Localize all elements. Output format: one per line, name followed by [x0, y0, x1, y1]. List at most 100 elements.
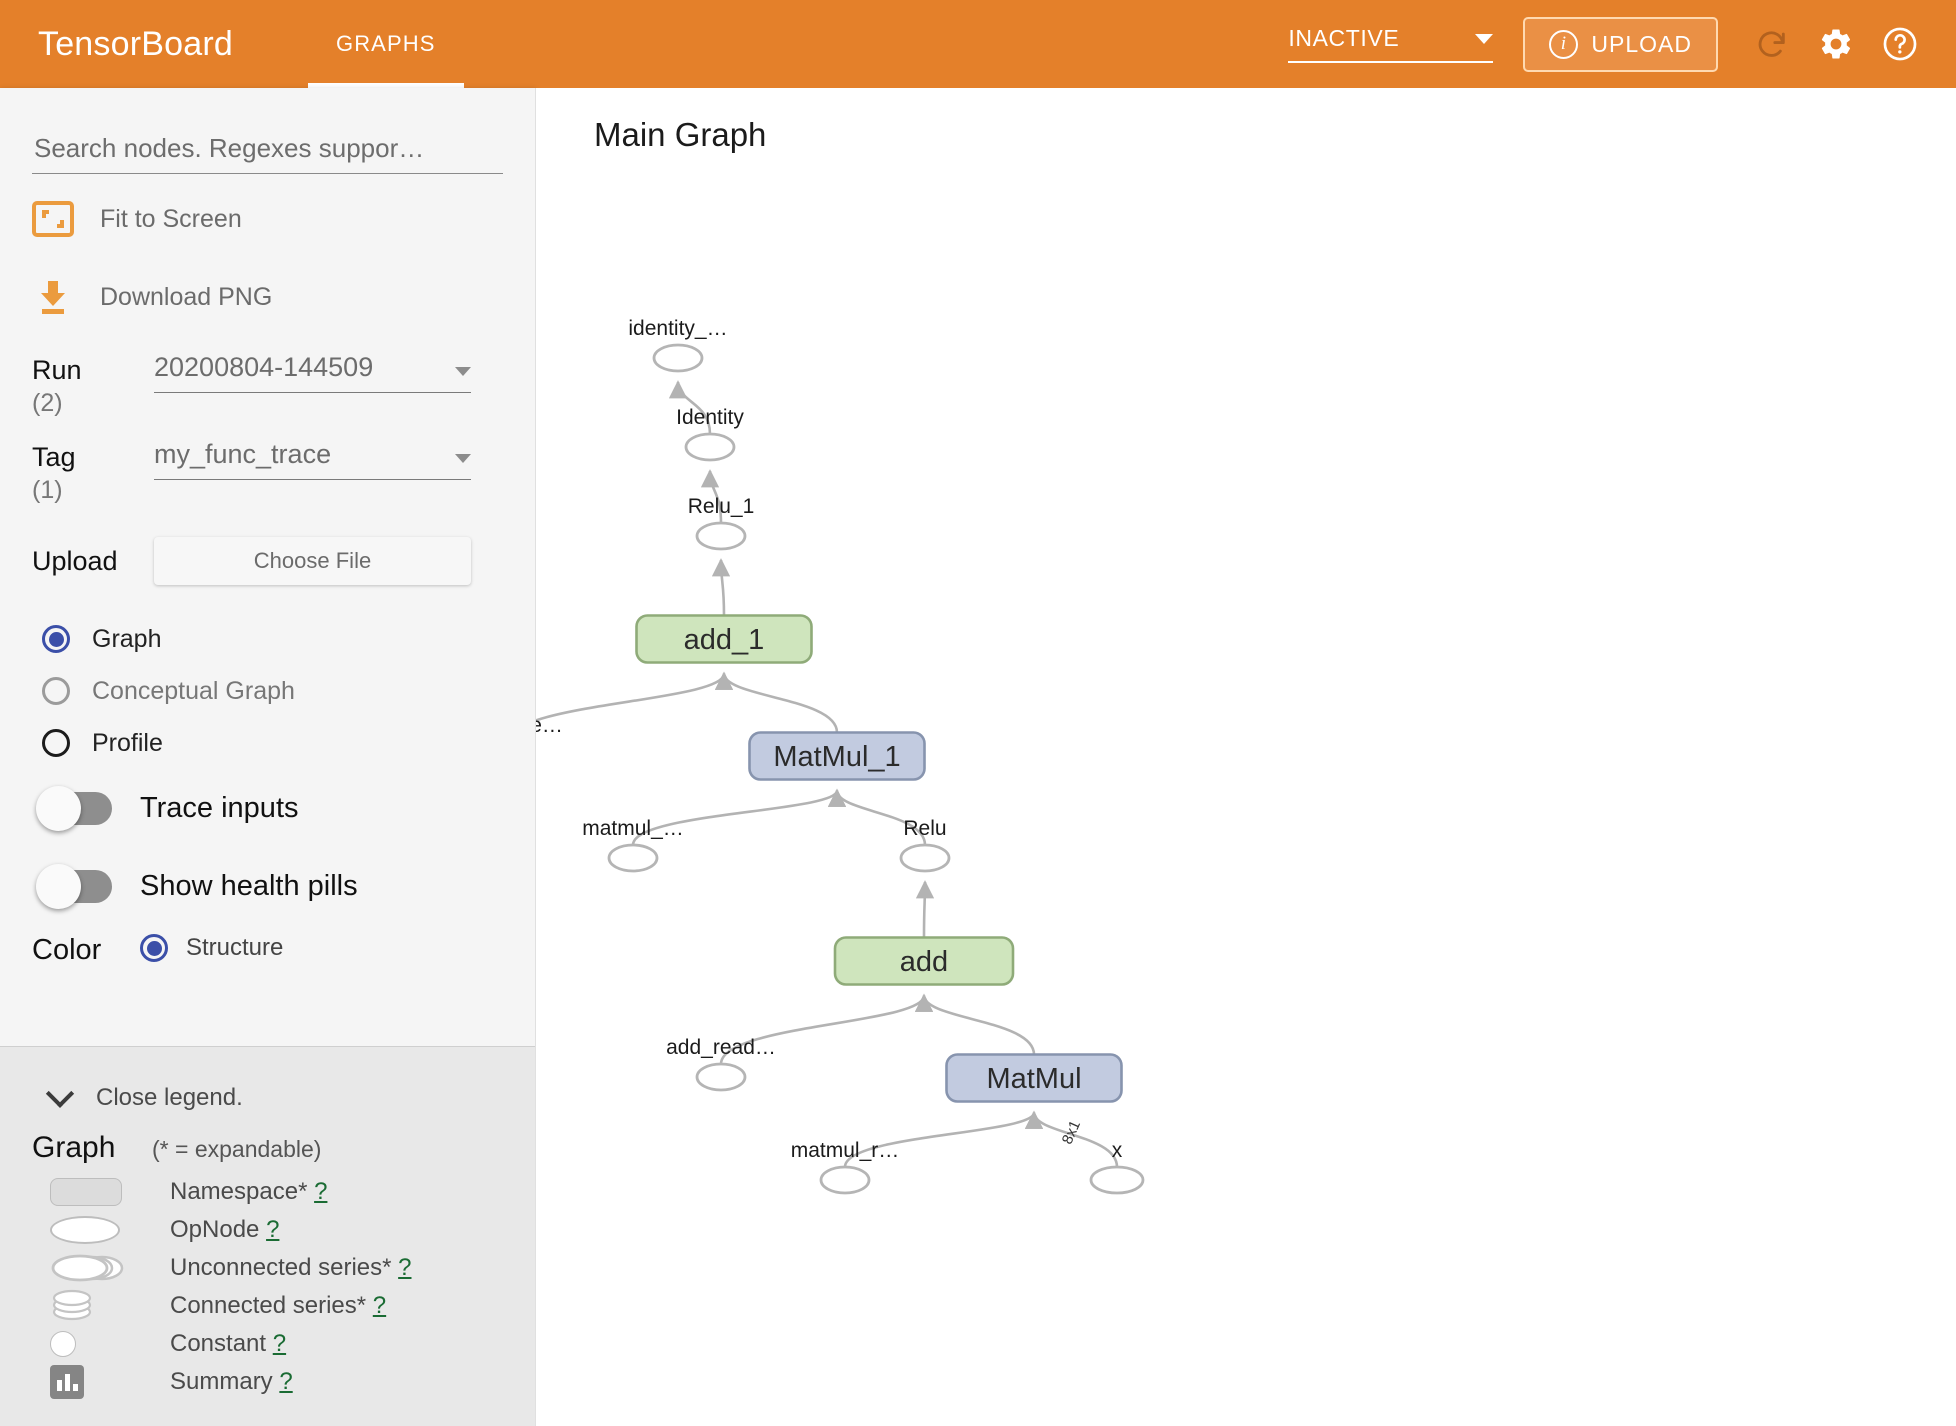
graph-node-matmul_1_r[interactable]: matmul_… [582, 817, 684, 873]
help-link-constant[interactable]: ? [272, 1330, 287, 1357]
run-select-value: 20200804-144509 [154, 352, 374, 382]
run-select[interactable]: 20200804-144509 [154, 352, 471, 393]
app-body: Fit to Screen Download PNG Run (2) 2020 [0, 88, 1956, 1426]
unconnected-series-swatch-icon [50, 1252, 138, 1284]
chevron-down-icon [1475, 33, 1494, 44]
opnode-shape [819, 1165, 871, 1195]
graph-node-Relu[interactable]: Relu [899, 817, 951, 873]
namespace-shape [748, 731, 926, 781]
opnode-shape [695, 1062, 747, 1092]
show-health-pills-toggle[interactable]: Show health pills [32, 847, 503, 925]
chevron-down-icon [45, 1079, 75, 1108]
node-label: x [1112, 1139, 1123, 1162]
help-link-opnode[interactable]: ? [266, 1216, 280, 1243]
download-png-label: Download PNG [100, 282, 273, 311]
radio-conceptual-graph-icon [42, 677, 70, 706]
graph-edge [719, 993, 933, 1065]
namespace-shape [635, 614, 813, 664]
show-health-pills-label: Show health pills [140, 869, 358, 902]
upload-button[interactable]: i UPLOAD [1523, 16, 1718, 72]
graph-node-x[interactable]: x [1089, 1139, 1145, 1195]
download-png-action[interactable]: Download PNG [32, 264, 503, 330]
close-legend-label: Close legend. [96, 1084, 243, 1111]
graph-node-add_1_read[interactable]: add_1_re… [536, 714, 563, 768]
close-legend-button[interactable]: Close legend. [32, 1065, 504, 1131]
constant-swatch-icon [50, 1331, 138, 1357]
legend-panel: Close legend. Graph (* = expandable) Nam… [0, 1046, 535, 1426]
graph-edge [700, 469, 723, 524]
run-field: Run (2) 20200804-144509 [32, 352, 503, 417]
legend-label-unconnected-series: Unconnected series* ? [170, 1254, 412, 1282]
graph-node-add_1[interactable]: add_1 [635, 614, 813, 664]
chevron-down-icon [455, 453, 471, 463]
help-link-summary[interactable]: ? [279, 1368, 293, 1395]
connected-series-swatch-icon [50, 1288, 138, 1324]
legend-label-connected-series: Connected series* ? [170, 1292, 386, 1320]
chevron-down-icon [455, 367, 471, 376]
tab-graphs[interactable]: GRAPHS [307, 0, 464, 88]
radio-option-conceptual-graph[interactable]: Conceptual Graph [32, 665, 503, 717]
node-label: add [900, 946, 948, 978]
graph-edge [711, 558, 731, 616]
graph-node-add_read[interactable]: add_read… [666, 1036, 776, 1092]
opnode-shape [899, 843, 951, 873]
help-link-connected-series[interactable]: ? [372, 1292, 387, 1319]
upload-button-label: UPLOAD [1591, 30, 1692, 57]
radio-profile-icon [42, 729, 70, 758]
opnode-shape [607, 843, 659, 873]
toggle-switch-icon [36, 863, 112, 909]
namespace-shape [833, 936, 1015, 986]
node-label: add_read… [666, 1036, 776, 1059]
choose-file-label: Choose File [253, 548, 372, 574]
sidebar-controls: Fit to Screen Download PNG Run (2) 2020 [0, 132, 535, 992]
gear-icon[interactable] [1808, 16, 1864, 72]
graph-node-Relu_1[interactable]: Relu_1 [688, 495, 755, 551]
search-nodes-field[interactable] [32, 132, 503, 174]
graph-node-add[interactable]: add [833, 936, 1015, 986]
node-label: matmul_… [582, 817, 684, 840]
graph-node-MatMul[interactable]: MatMul [945, 1053, 1123, 1103]
refresh-icon[interactable] [1744, 16, 1800, 72]
graph-node-MatMul_1[interactable]: MatMul_1 [748, 731, 926, 781]
graph-svg[interactable]: 8x1identity_…IdentityRelu_1add_1add_1_re… [536, 88, 1956, 1426]
run-state-selector[interactable]: INACTIVE [1288, 25, 1494, 63]
tag-label-text: Tag [32, 441, 76, 472]
radio-graph-icon [42, 625, 70, 654]
radio-structure-icon[interactable] [140, 934, 168, 963]
opnode-shape [1089, 1165, 1145, 1195]
radio-option-graph[interactable]: Graph [32, 613, 503, 665]
opnode-shape [684, 432, 736, 462]
trace-inputs-toggle[interactable]: Trace inputs [32, 769, 503, 847]
info-circle-icon: i [1549, 29, 1579, 59]
search-input[interactable] [32, 132, 503, 165]
help-circle-icon[interactable] [1872, 16, 1928, 72]
tab-graphs-label: GRAPHS [335, 31, 436, 56]
tag-select[interactable]: my_func_trace [154, 439, 471, 480]
legend-label-constant: Constant ? [170, 1330, 286, 1358]
opnode-shape [695, 521, 747, 551]
help-link-namespace[interactable]: ? [314, 1178, 328, 1205]
namespace-shape [945, 1053, 1123, 1103]
radio-option-profile[interactable]: Profile [32, 717, 503, 769]
graph-edge [668, 380, 712, 435]
help-link-unconnected-series[interactable]: ? [398, 1254, 412, 1281]
legend-note: (* = expandable) [152, 1136, 322, 1162]
graph-node-identity_1[interactable]: identity_… [628, 317, 728, 373]
fit-to-screen-action[interactable]: Fit to Screen [32, 186, 503, 252]
node-label: matmul_r… [791, 1139, 900, 1162]
summary-swatch-icon [50, 1365, 138, 1399]
trace-inputs-label: Trace inputs [140, 791, 299, 824]
run-label: Run (2) [32, 352, 154, 417]
graph-node-Identity[interactable]: Identity [676, 406, 744, 462]
graph-edge [827, 788, 927, 846]
legend-text-summary: Summary [170, 1368, 273, 1395]
graph-node-matmul_r[interactable]: matmul_r… [791, 1139, 900, 1195]
radio-profile-label: Profile [92, 728, 163, 757]
opnode-shape [652, 343, 704, 373]
tag-field: Tag (1) my_func_trace [32, 439, 503, 503]
legend-item-opnode: OpNode ? [32, 1211, 504, 1249]
choose-file-button[interactable]: Choose File [154, 537, 471, 586]
tag-select-value: my_func_trace [154, 438, 332, 469]
legend-label-summary: Summary ? [170, 1368, 293, 1396]
